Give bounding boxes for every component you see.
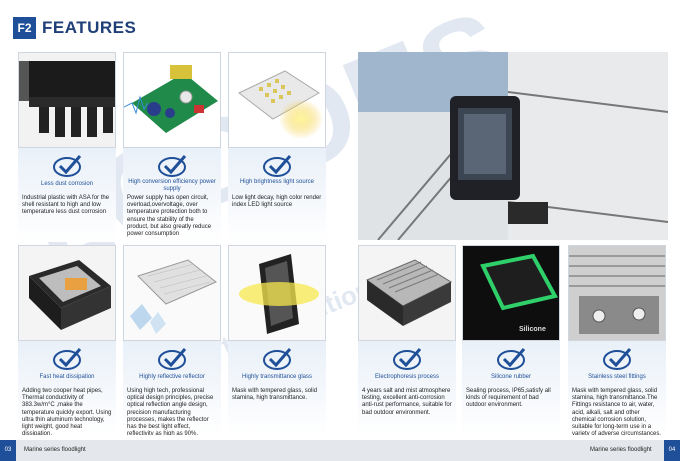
stainless-fittings-photo	[568, 245, 666, 341]
silicone-label: Silicone	[519, 326, 546, 333]
feature-description: 4 years salt and mist atmosphere testing…	[362, 388, 452, 416]
check-icon	[158, 348, 187, 370]
feature-panel: Silicone rubber Sealing process, IP65,sa…	[462, 341, 560, 435]
feature-panel: Stainless steel fittings Mask with tempe…	[568, 341, 666, 435]
feature-description: Mask with tempered glass, solid stamina,…	[572, 388, 662, 435]
check-icon	[263, 155, 292, 177]
feature-card-silicone: Silicone Silicone rubber Sealing process…	[462, 245, 560, 435]
right-footer-label: Marine series floodlight	[590, 447, 652, 453]
heat-pipe-photo	[18, 245, 116, 341]
page-footer	[0, 440, 680, 461]
feature-panel: Less dust corrosion Industrial plastic w…	[18, 148, 116, 242]
feature-description: Power supply has open circuit, overload,…	[127, 195, 212, 238]
feature-caption: Stainless steel fittings	[588, 374, 646, 380]
feature-card-heat: Fast heat dissipation Adding two cooper …	[18, 245, 116, 435]
ship-floodlight-photo	[358, 52, 668, 240]
feature-description: Low light decay, high color render index…	[232, 195, 322, 209]
housing-photo	[358, 245, 456, 341]
feature-panel: Highly reflective reflector Using high t…	[123, 341, 221, 435]
feature-description: Using high tech, professional optical de…	[127, 388, 214, 435]
check-icon	[53, 155, 82, 177]
led-board-photo	[228, 52, 326, 148]
page-header: F2 FEATURES	[0, 0, 680, 50]
feature-card-glass: Highly transmittance glass Mask with tem…	[228, 245, 326, 435]
housing-fins-photo	[18, 52, 116, 148]
feature-description: Sealing process, IP65,satisfy all kinds …	[466, 388, 551, 409]
circuit-board-photo	[123, 52, 221, 148]
left-page-number: 03	[0, 440, 16, 461]
feature-card-reflector: Highly reflective reflector Using high t…	[123, 245, 221, 435]
feature-panel: Fast heat dissipation Adding two cooper …	[18, 341, 116, 435]
feature-caption: Fast heat dissipation	[39, 374, 95, 380]
check-icon	[53, 348, 82, 370]
check-icon	[603, 348, 632, 370]
section-badge: F2	[13, 17, 36, 39]
check-icon	[263, 348, 292, 370]
silicone-seal-photo: Silicone	[462, 245, 560, 341]
feature-panel: High brightness light source Low light d…	[228, 148, 326, 242]
feature-caption: Silicone rubber	[490, 374, 532, 380]
feature-caption: High brightness light source	[239, 179, 315, 185]
check-icon	[393, 348, 422, 370]
feature-card-power: High conversion efficiency power supply …	[123, 52, 221, 242]
feature-description: Adding two cooper heat pipes, Thermal co…	[22, 388, 112, 435]
check-icon	[497, 348, 526, 370]
feature-panel: High conversion efficiency power supply …	[123, 148, 221, 242]
page-title: FEATURES	[42, 18, 137, 37]
left-footer-label: Marine series floodlight	[24, 447, 86, 453]
feature-description: Industrial plastic with ASA for the shel…	[22, 195, 110, 216]
feature-card-stainless: Stainless steel fittings Mask with tempe…	[568, 245, 666, 435]
check-icon	[158, 155, 187, 177]
feature-caption: Highly reflective reflector	[139, 374, 205, 380]
right-page-number: 04	[664, 440, 680, 461]
feature-description: Mask with tempered glass, solid stamina,…	[232, 388, 318, 402]
feature-panel: Electrophoresis process 4 years salt and…	[358, 341, 456, 435]
feature-caption: Electrophoresis process	[374, 374, 440, 380]
feature-card-dust: Less dust corrosion Industrial plastic w…	[18, 52, 116, 242]
feature-panel: Highly transmittance glass Mask with tem…	[228, 341, 326, 435]
feature-card-light: High brightness light source Low light d…	[228, 52, 326, 242]
feature-card-electrophoresis: Electrophoresis process 4 years salt and…	[358, 245, 456, 435]
feature-caption: High conversion efficiency power supply	[128, 179, 216, 192]
feature-caption: Less dust corrosion	[40, 181, 94, 187]
glass-panel-photo	[228, 245, 326, 341]
reflector-photo	[123, 245, 221, 341]
feature-caption: Highly transmittance glass	[241, 374, 313, 380]
